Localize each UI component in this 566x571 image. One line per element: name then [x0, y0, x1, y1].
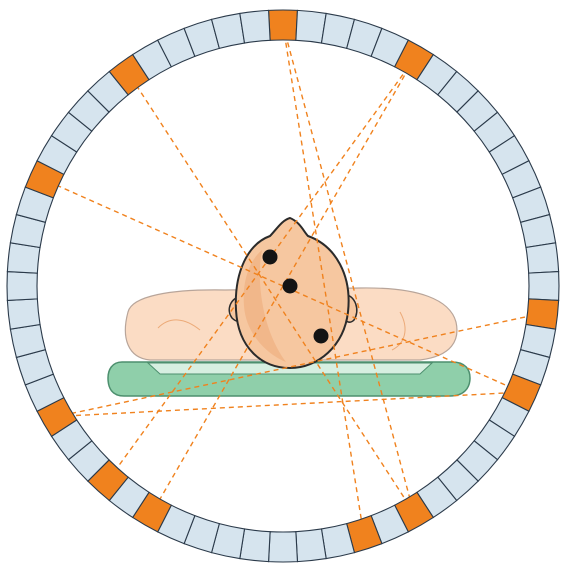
hotspot-2: [283, 279, 298, 294]
hotspot-1: [263, 250, 278, 265]
detector-segment-active: [526, 299, 559, 329]
detector-segment: [7, 243, 40, 273]
hotspot-3: [314, 329, 329, 344]
detector-segment: [7, 272, 37, 301]
detector-segment: [7, 299, 40, 329]
detector-segment: [529, 272, 559, 301]
detector-segment: [240, 10, 270, 43]
detector-segment-active: [269, 10, 298, 40]
detector-segment: [240, 529, 270, 562]
detector-segment: [526, 243, 559, 273]
detector-segment: [296, 529, 326, 562]
detector-segment: [296, 10, 326, 43]
detector-segment: [269, 532, 298, 562]
